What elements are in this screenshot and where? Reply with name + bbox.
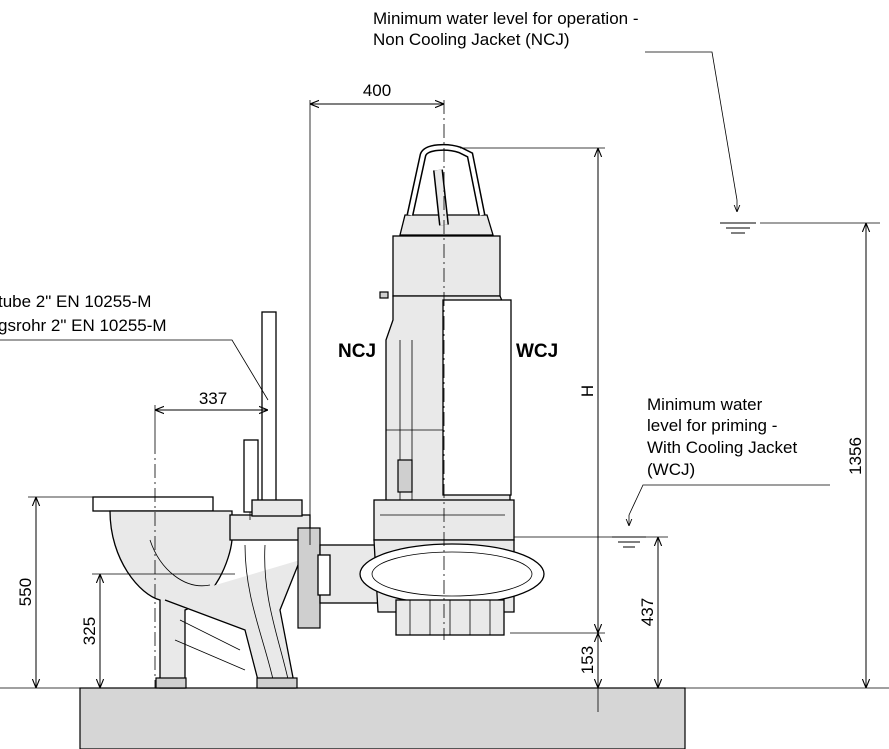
dim-clearance-value: 153 bbox=[578, 646, 597, 674]
dim-guide-offset bbox=[154, 405, 268, 440]
dim-level-wcj-value: 437 bbox=[638, 598, 657, 626]
lifting-handle bbox=[406, 143, 486, 226]
dim-height-H-value: H bbox=[578, 385, 597, 397]
centre-lines bbox=[154, 100, 445, 688]
dim-width-top-value: 400 bbox=[363, 81, 391, 100]
duckfoot-bend bbox=[92, 496, 311, 689]
wcj-level-label-line4: (WCJ) bbox=[647, 460, 695, 479]
dim-level-ncj bbox=[760, 222, 880, 688]
dim-flange-height bbox=[28, 496, 93, 688]
dim-level-ncj-value: 1356 bbox=[846, 437, 865, 475]
pump-volute bbox=[359, 539, 545, 636]
wcj-level-label-line2: level for priming - bbox=[647, 416, 777, 435]
dim-flange-height-value: 550 bbox=[16, 578, 35, 606]
pump-motor bbox=[373, 214, 515, 541]
foundation-slab bbox=[0, 687, 889, 749]
guide-rail-tube bbox=[243, 311, 303, 520]
ncj-side-label: NCJ bbox=[338, 341, 376, 362]
ncj-water-level-symbol bbox=[645, 51, 756, 234]
dim-outlet-height bbox=[92, 573, 235, 688]
ncj-level-label-line1: Minimum water level for operation - bbox=[373, 9, 638, 28]
pump-discharge-flange bbox=[297, 527, 381, 629]
dim-height-H bbox=[460, 147, 605, 634]
guide-tube-label-line1: tube 2" EN 10255-M bbox=[0, 292, 151, 311]
wcj-level-label-line1: Minimum water bbox=[647, 395, 763, 414]
dim-width-top bbox=[309, 100, 444, 545]
wcj-level-label-line3: With Cooling Jacket bbox=[647, 438, 798, 457]
wcj-side-label: WCJ bbox=[516, 341, 558, 362]
guide-tube-label-line2: gsrohr 2" EN 10255-M bbox=[0, 316, 167, 335]
dim-guide-offset-value: 337 bbox=[199, 389, 227, 408]
ncj-level-label-line2: Non Cooling Jacket (NCJ) bbox=[373, 30, 570, 49]
wcj-water-level-symbol bbox=[612, 484, 830, 548]
dim-outlet-height-value: 325 bbox=[80, 617, 99, 645]
guide-tube-leader bbox=[0, 339, 269, 401]
